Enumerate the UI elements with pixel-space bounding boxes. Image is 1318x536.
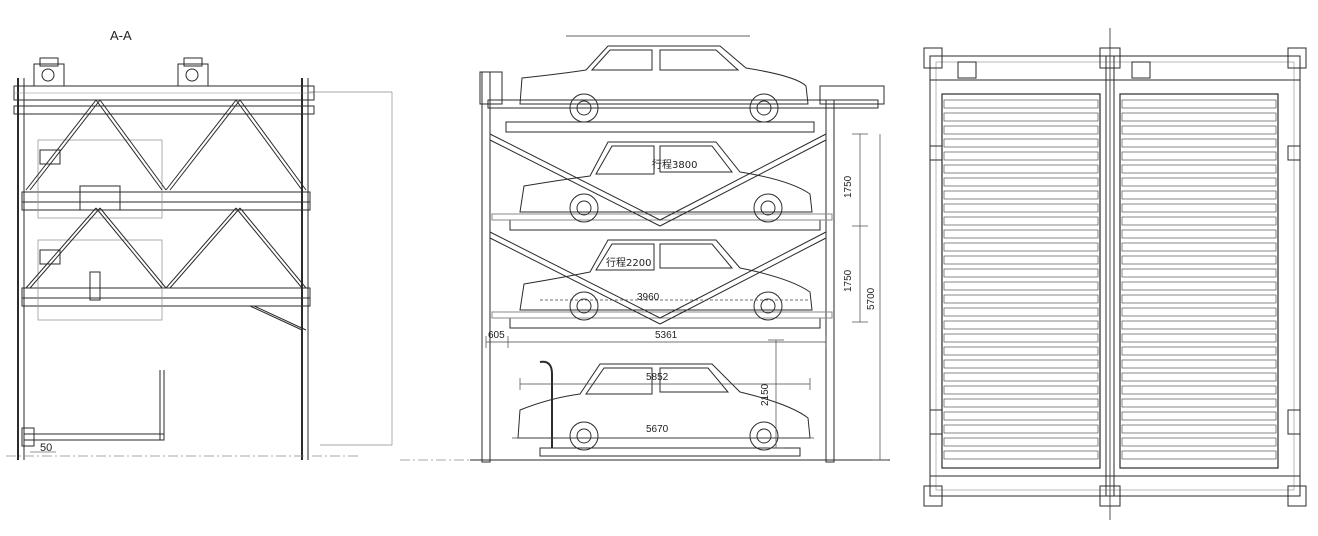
dim-total-height: 5700 [866, 287, 877, 310]
plan-slat [1121, 255, 1277, 265]
plan-slat [1121, 320, 1277, 330]
plan-slat [943, 333, 1099, 343]
plan-slat [943, 307, 1099, 317]
plan-slat [1121, 164, 1277, 174]
plan-slat [943, 424, 1099, 434]
plan-slat [1121, 346, 1277, 356]
plan-slat [943, 190, 1099, 200]
dim-car-length: 5852 [646, 372, 669, 383]
plan-slat [943, 125, 1099, 135]
dim-platform-span: 5361 [655, 330, 678, 341]
plan-slat [943, 450, 1099, 460]
plan-slat [1121, 190, 1277, 200]
plan-slat [943, 112, 1099, 122]
dim-ground-clearance: 2150 [760, 383, 771, 406]
plan-slat [1121, 242, 1277, 252]
plan-slat [1121, 268, 1277, 278]
plan-slat [943, 151, 1099, 161]
plan-slat [943, 177, 1099, 187]
plan-slat [1121, 281, 1277, 291]
dim-platform-length: 5670 [646, 424, 669, 435]
plan-slat [1121, 437, 1277, 447]
plan-slat [1121, 307, 1277, 317]
plan-slat [943, 281, 1099, 291]
plan-slat [1121, 359, 1277, 369]
plan-slat [943, 99, 1099, 109]
plan-slat [1121, 398, 1277, 408]
plan-slat [943, 229, 1099, 239]
plan-slat [943, 437, 1099, 447]
plan-slat [943, 216, 1099, 226]
plan-slat [1121, 177, 1277, 187]
plan-slat [943, 203, 1099, 213]
plan-slat [943, 164, 1099, 174]
plan-slat [1121, 99, 1277, 109]
plan-slat [943, 346, 1099, 356]
dim-bottom-offset: 50 [40, 442, 53, 454]
dim-left-offset: 605 [488, 330, 505, 341]
plan-slat [1121, 294, 1277, 304]
plan-slat [943, 398, 1099, 408]
section-label-aa: A-A [110, 28, 132, 43]
plan-slat [943, 320, 1099, 330]
plan-view-top [923, 28, 1307, 520]
plan-slat [943, 294, 1099, 304]
plan-slat [1121, 138, 1277, 148]
plan-slat [1121, 411, 1277, 421]
plan-slat [1121, 203, 1277, 213]
plan-slat [943, 385, 1099, 395]
plan-slat [943, 372, 1099, 382]
plan-slat [943, 255, 1099, 265]
plan-slat [1121, 112, 1277, 122]
side-view-section-aa [6, 57, 393, 460]
plan-slat [1121, 424, 1277, 434]
plan-slat [1121, 229, 1277, 239]
plan-slat [943, 359, 1099, 369]
plan-slat [1121, 216, 1277, 226]
plan-slat [1121, 372, 1277, 382]
label-travel-lower: 行程2200 [606, 258, 652, 269]
label-travel-upper: 行程3800 [652, 160, 698, 171]
front-view-elevation [400, 35, 890, 463]
dim-car-length-upper: 3960 [637, 292, 660, 303]
plan-slat [943, 138, 1099, 148]
plan-slat [943, 411, 1099, 421]
plan-slat [1121, 450, 1277, 460]
dim-level-gap-1: 1750 [843, 175, 854, 198]
plan-slat [943, 268, 1099, 278]
plan-slat [1121, 385, 1277, 395]
plan-slat [1121, 151, 1277, 161]
plan-slat [943, 242, 1099, 252]
dim-level-gap-2: 1750 [843, 269, 854, 292]
plan-slat [1121, 333, 1277, 343]
plan-slat [1121, 125, 1277, 135]
